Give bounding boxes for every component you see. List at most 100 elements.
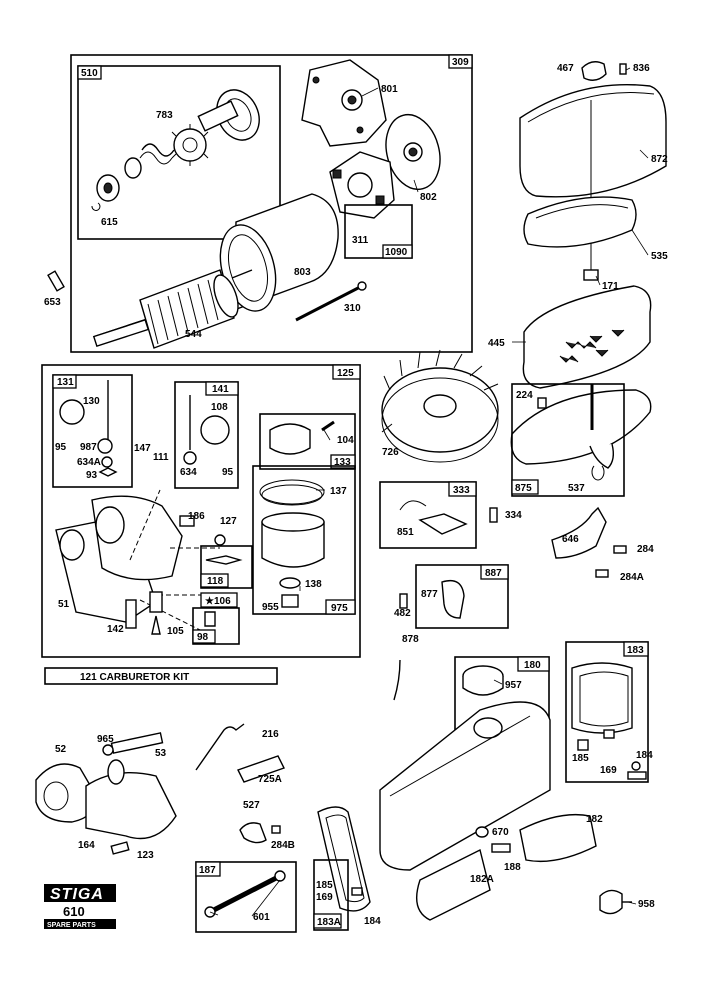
grommet-670 — [475, 826, 489, 838]
brand-logo-bar — [44, 884, 116, 902]
label-95-a: 95 — [55, 442, 67, 453]
box-887-tag — [480, 564, 509, 580]
box-133-tag — [330, 454, 356, 469]
label-877: 877 — [421, 589, 438, 600]
leader-lines — [209, 67, 649, 917]
bracket-646 — [551, 506, 607, 559]
wire-878 — [393, 659, 401, 701]
box-510-frame — [77, 65, 281, 240]
fuel-tank — [379, 701, 551, 871]
bracket-182A — [416, 848, 491, 921]
box-510-tag — [77, 65, 102, 80]
label-957: 957 — [505, 680, 522, 691]
box-118-frame — [200, 545, 253, 589]
box-183A-tag — [313, 913, 342, 929]
box-333-label: 333 — [453, 485, 470, 496]
label-184-a: 184 — [636, 750, 653, 761]
label-537: 537 — [568, 483, 585, 494]
starter-end-cap — [385, 113, 441, 191]
box-183A-frame — [313, 859, 349, 931]
box-183-frame — [565, 641, 649, 783]
bracket-182 — [519, 813, 597, 863]
box-975-label: 975 — [331, 603, 348, 614]
label-52: 52 — [55, 744, 67, 755]
label-965: 965 — [97, 734, 114, 745]
screw-836 — [619, 63, 627, 75]
intake-manifold — [85, 771, 177, 840]
hose-725A — [237, 755, 285, 783]
label-535: 535 — [651, 251, 668, 262]
label-169-b: 169 — [316, 892, 333, 903]
box-183-tag — [623, 641, 649, 657]
box-106-tag — [200, 592, 238, 608]
box-1090-label: 1090 — [385, 247, 408, 258]
air-cleaner-group: 875 — [510, 61, 667, 497]
box-187-frame — [195, 861, 297, 933]
label-958: 958 — [638, 899, 655, 910]
label-127: 127 — [220, 516, 237, 527]
label-803: 803 — [294, 267, 311, 278]
label-634A: 634A — [77, 457, 101, 468]
box-133-label: 133 — [334, 457, 351, 468]
starter-drive-gear — [91, 89, 260, 211]
box-131-tag — [52, 374, 77, 389]
label-445: 445 — [488, 338, 505, 349]
label-169-a: 169 — [600, 765, 617, 776]
box-333-tag — [448, 481, 477, 497]
label-224: 224 — [516, 390, 533, 401]
label-108: 108 — [211, 402, 228, 413]
box-98-tag — [192, 629, 216, 644]
screw-224 — [537, 397, 547, 409]
through-bolt — [295, 281, 367, 322]
label-138: 138 — [305, 579, 322, 590]
label-467: 467 — [557, 63, 574, 74]
label-123: 123 — [137, 850, 154, 861]
box-309-frame — [70, 54, 473, 353]
label-93: 93 — [86, 470, 98, 481]
ignition-armature — [418, 513, 468, 535]
screw-284A — [595, 569, 609, 578]
screw-482 — [399, 593, 408, 609]
box-887-label: 887 — [485, 568, 502, 579]
label-634: 634 — [180, 467, 197, 478]
label-836: 836 — [633, 63, 650, 74]
brand-model: 610 — [63, 904, 85, 919]
breather-tube-537 — [589, 443, 615, 469]
box-510-label: 510 — [81, 68, 98, 79]
box-131-label: 131 — [57, 377, 74, 388]
label-185-a: 185 — [572, 753, 589, 764]
label-653: 653 — [44, 297, 61, 308]
box-141-label: 141 — [212, 384, 229, 395]
box-180-label: 180 — [524, 660, 541, 671]
box-1090-frame — [344, 204, 413, 259]
brand-caption-bar — [44, 919, 116, 929]
label-310: 310 — [344, 303, 361, 314]
label-725A: 725A — [258, 774, 282, 785]
part-number-labels: 801 783 802 615 311 803 653 310 544 467 … — [44, 63, 668, 927]
label-284A: 284A — [620, 572, 644, 583]
screw-334 — [489, 507, 498, 523]
box-975-tag — [325, 599, 356, 615]
label-53: 53 — [155, 748, 167, 759]
label-95-b: 95 — [222, 467, 234, 478]
label-105: 105 — [167, 626, 184, 637]
box-875-tag — [511, 479, 539, 495]
label-184-b: 184 — [364, 916, 381, 927]
box-875-frame — [511, 383, 625, 497]
label-142: 142 — [107, 624, 124, 635]
box-187-label: 187 — [199, 865, 216, 876]
label-872: 872 — [651, 154, 668, 165]
label-801: 801 — [381, 84, 398, 95]
box-975-frame — [252, 465, 356, 615]
intake-group — [35, 723, 285, 855]
knob-467 — [581, 61, 607, 81]
label-171: 171 — [602, 281, 619, 292]
box-131-frame — [52, 374, 133, 488]
box-133-frame — [259, 413, 356, 470]
label-164: 164 — [78, 840, 95, 851]
label-482: 482 — [394, 608, 411, 619]
label-137: 137 — [330, 486, 347, 497]
box-125-frame — [41, 364, 361, 658]
box-125-tag — [332, 364, 361, 380]
screw-284 — [613, 545, 627, 554]
